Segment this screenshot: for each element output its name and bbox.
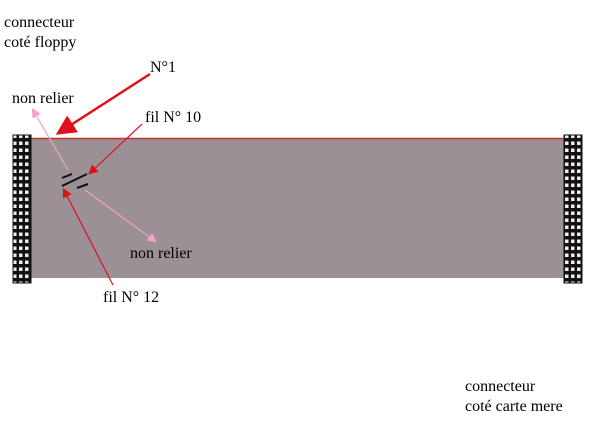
no-connect-bottom-label: non relier: [130, 245, 192, 262]
wire12-arrow: [62, 187, 114, 286]
label-line: connecteur: [465, 378, 536, 395]
no-connect-top-arrow: [31, 107, 69, 171]
ribbon-cable: [28, 138, 568, 278]
motherboard-connector: [563, 134, 583, 284]
no-connect-bottom-arrow: [84, 189, 157, 243]
wire12-label: fil N° 12: [103, 289, 160, 306]
no-connect-top-label: non relier: [12, 90, 74, 107]
pin1-arrow: [55, 72, 151, 135]
label-line: coté carte mere: [465, 398, 563, 415]
wire10-arrow: [88, 123, 143, 175]
floppy-connector-label: connecteur coté floppy: [4, 13, 76, 53]
pin1-label: N°1: [150, 59, 176, 76]
motherboard-connector-label: connecteur coté carte mere: [465, 377, 563, 417]
label-line: coté floppy: [4, 34, 77, 51]
floppy-connector: [12, 134, 32, 284]
cut-wires-icon: [61, 173, 89, 189]
label-line: connecteur: [4, 14, 75, 31]
wire10-label: fil N° 10: [145, 109, 202, 126]
